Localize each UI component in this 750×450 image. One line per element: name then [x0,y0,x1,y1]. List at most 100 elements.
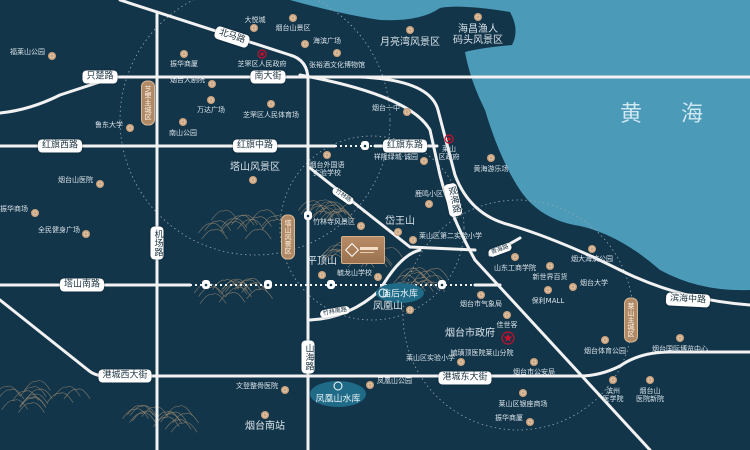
poi-label[interactable]: 烟台一中 [372,104,400,112]
project-marker[interactable] [341,236,385,264]
poi-icon [333,49,341,57]
poi-label[interactable]: 凤凰山 [373,301,403,312]
road-label-6[interactable]: 机场路 [151,227,164,260]
poi-label[interactable]: 凤凰山公园 [377,377,412,385]
poi-label[interactable]: 烟台市政府 [445,328,495,339]
poi-label[interactable]: 烟台国际博览中心 [652,345,708,353]
poi-icon [487,154,495,162]
poi-label[interactable]: 烟台山医院 [58,176,93,184]
road-label-9[interactable]: 港城西大街 [98,370,151,383]
poi-label[interactable]: 南山公园 [169,129,197,137]
poi-icon [323,151,331,159]
poi-label[interactable]: 芝罘区人民政府 [238,60,287,68]
poi-label[interactable]: 烟台体育公园 [584,347,626,355]
poi-label[interactable]: 鲁东大学 [95,121,123,129]
mountain-texture [198,287,224,297]
poi-label[interactable]: 烟台市气象局 [460,300,502,308]
poi-label[interactable]: 保利MALL [532,297,565,305]
mountain-texture [173,413,199,423]
mountain-texture [245,229,271,239]
district-label: 莱山主城区 [624,298,638,343]
poi-icon [180,50,188,58]
poi-label[interactable]: 烟台外国语 实验学校 [310,161,345,177]
project-logo-icon [345,243,359,257]
poi-label[interactable]: 烟台山景区 [276,24,311,32]
road-label-2[interactable]: 南大街 [250,71,285,84]
poi-label[interactable]: 竹林寺风景区 [313,218,355,226]
poi-label[interactable]: 平顶山 [307,256,337,267]
poi-label[interactable]: 振华商场 [0,205,28,213]
road-label-7[interactable]: 塔山南路 [60,279,104,292]
poi-label[interactable]: 佳世客 [497,321,518,329]
lake-label: 庙后水库 [382,287,418,300]
poi-icon [409,236,417,244]
poi-label[interactable]: 莱山区实验小学 [406,354,455,362]
poi-label[interactable]: 万达广场 [197,106,225,114]
poi-icon [526,418,534,426]
poi-label[interactable]: 振华商厦 [495,414,523,422]
poi-icon [569,283,577,291]
poi-label[interactable]: 全民健身广场 [38,226,80,234]
road-label-10[interactable]: 港城东大街 [438,372,491,385]
tunnel-icon-dot [307,215,310,218]
road-label-1[interactable]: 只楚路 [82,71,117,84]
poi-label[interactable]: 鹿鸣小区 [415,190,443,198]
poi-label[interactable]: 烟大海滨公园 [571,255,613,263]
poi-icon [601,336,609,344]
poi-label[interactable]: 张裕酒文化博物馆 [309,61,365,69]
radius-circle [120,0,390,255]
tunnel-icon-dot [441,284,444,287]
poi-label[interactable]: 山东工商学院 [494,264,536,272]
poi-icon [318,271,326,279]
poi-label[interactable]: 福莱山公园 [10,48,45,56]
poi-icon [374,273,382,281]
poi-label[interactable]: 烟台南站 [245,421,285,432]
poi-label[interactable]: 海滨广场 [313,37,341,45]
poi-icon [544,286,552,294]
poi-icon [366,381,374,389]
poi-label[interactable]: 月亮湾风景区 [380,37,440,48]
road-label-3[interactable]: 红旗西路 [38,140,82,153]
poi-label[interactable]: 滨州 医学院 [603,387,624,403]
poi-label[interactable]: 芝罘区人民体育场 [243,111,299,119]
poi-label[interactable]: 莱山区银座商场 [499,400,548,408]
road-label-4[interactable]: 红旗中路 [233,140,277,153]
poi-label[interactable]: 海昌渔人 码头风景区 [453,24,503,46]
poi-icon [474,13,482,21]
poi-label[interactable]: 新世界百货 [533,273,568,281]
poi-label[interactable]: 烟台大学 [580,279,608,287]
district-label: 塔山风景区 [281,215,295,260]
poi-label[interactable]: 莱山区第二实验小学 [419,232,482,240]
road-label-5[interactable]: 红旗东路 [383,140,427,153]
poi-icon [301,40,309,48]
sea-label: 黄 海 [620,96,719,128]
poi-label[interactable]: 文登整骨医院 [236,382,278,390]
poi-label[interactable]: 烟台山 医院新院 [636,387,664,403]
poi-label[interactable]: 祥隆绿城·诚园 [374,153,418,161]
mountain-texture [24,381,50,391]
poi-label[interactable]: 黄海游乐场 [474,165,509,173]
poi-label[interactable]: 毓龙山学校 [337,269,372,277]
road-label-12[interactable]: 滨海中路 [666,292,711,307]
road-label-8[interactable]: 山海路 [302,341,315,374]
poi-label[interactable]: 大悦城 [245,16,266,24]
lake-label: 凤凰山水库 [315,392,360,405]
poi-label[interactable]: 烟台大剧院 [170,76,205,84]
poi-label[interactable]: 莱山 区政府 [439,145,460,161]
poi-label[interactable]: 烟台市公安局 [513,368,555,376]
mountain-texture [198,223,224,233]
government-icon-dot [447,137,451,141]
poi-icon [425,200,433,208]
poi-icon [519,389,527,397]
project-logo-text [360,247,378,250]
government-icon-dot [260,52,264,56]
mountain-texture [166,406,192,416]
poi-label[interactable]: 振华商厦 [170,60,198,68]
poi-label[interactable]: 毓璜顶医院莱山分院 [451,349,514,357]
poi-icon [503,311,511,319]
poi-label[interactable]: 岱王山 [385,216,415,227]
tunnel-icon-dot [330,284,333,287]
star-icon [504,333,513,341]
poi-label[interactable]: 塔山风景区 [230,162,280,173]
